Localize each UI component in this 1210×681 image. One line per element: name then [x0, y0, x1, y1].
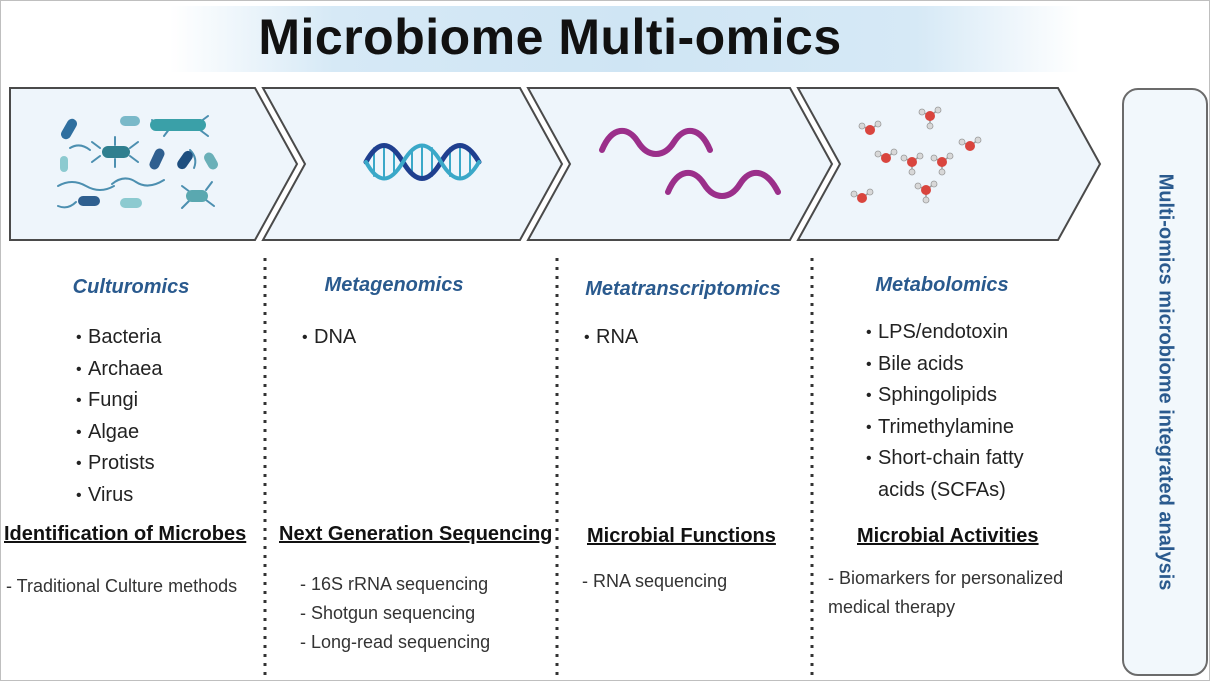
molecule-mark: [958, 136, 982, 151]
molecule-mark: [900, 152, 924, 176]
details-metabolomics: - Biomarkers for personalized medical th…: [828, 564, 1063, 622]
list-item: •DNA: [302, 326, 357, 348]
figure-title: Microbiome Multi-omics: [258, 9, 842, 65]
list-item: •Sphingolipids: [866, 384, 997, 406]
rna-strand-icon: [599, 128, 781, 199]
list-item: •Fungi: [76, 389, 139, 411]
bullet-list-metatranscriptomics: •RNA: [584, 322, 638, 354]
column-title-metabolomics: Metabolomics: [875, 274, 1009, 296]
bullet-list-culturomics: •Bacteria •Archaea •Fungi •Algae •Protis…: [76, 322, 163, 511]
integrated-analysis-box: Multi-omics microbiome integrated analys…: [1122, 88, 1208, 676]
list-item: •Algae: [76, 420, 140, 443]
list-item: •Archaea: [76, 357, 163, 380]
list-item: - Shotgun sequencing: [300, 603, 476, 623]
chevron-metatranscriptomics: [526, 87, 834, 241]
heading-microbial-activities: Microbial Activities: [857, 525, 1039, 547]
list-item: •Protists: [76, 452, 155, 474]
chevron-metabolomics: [796, 87, 1102, 241]
list-item: - Traditional Culture methods: [6, 576, 238, 596]
list-item: •Virus: [76, 483, 134, 506]
molecule-mark: [930, 152, 954, 176]
details-metatranscriptomics: - RNA sequencing: [582, 567, 727, 596]
list-item: •RNA: [584, 326, 639, 348]
molecule-mark: [850, 188, 874, 203]
column-title-metatranscriptomics: Metatranscriptomics: [585, 278, 781, 300]
details-metagenomics: - 16S rRNA sequencing - Shotgun sequenci…: [300, 570, 490, 657]
title-band: [170, 6, 1080, 72]
list-item: - 16S rRNA sequencing: [300, 574, 489, 594]
column-title-metagenomics: Metagenomics: [324, 274, 464, 296]
heading-identification-of-microbes: Identification of Microbes: [4, 523, 247, 545]
list-item: •Trimethylamine: [866, 415, 1014, 438]
list-item: acids (SCFAs): [878, 478, 1006, 501]
molecule-mark: [874, 148, 898, 163]
list-item: medical therapy: [828, 597, 956, 617]
bullet-list-metagenomics: •DNA: [302, 322, 356, 354]
molecule-mark: [858, 120, 882, 135]
list-item: - Biomarkers for personalized: [828, 568, 1064, 588]
list-item: •Bacteria: [76, 326, 162, 348]
list-item: - Long-read sequencing: [300, 632, 491, 652]
column-title-culturomics: Culturomics: [72, 276, 190, 298]
molecule-mark: [914, 180, 938, 204]
bullet-list-metabolomics: •LPS/endotoxin •Bile acids •Sphingolipid…: [866, 317, 1024, 506]
microbes-icon: [57, 115, 218, 209]
list-item: - RNA sequencing: [582, 571, 728, 591]
heading-next-generation-sequencing: Next Generation Sequencing: [279, 523, 553, 545]
list-item: •Bile acids: [866, 352, 964, 375]
integrated-analysis-label: Multi-omics microbiome integrated analys…: [1154, 173, 1177, 591]
molecules-icon: [850, 106, 982, 204]
heading-microbial-functions: Microbial Functions: [587, 525, 776, 547]
details-culturomics: - Traditional Culture methods: [6, 572, 237, 601]
molecule-mark: [918, 106, 942, 130]
list-item: •LPS/endotoxin: [866, 321, 1009, 343]
list-item: •Short-chain fatty: [866, 447, 1024, 469]
dna-helix-icon: [363, 143, 482, 181]
